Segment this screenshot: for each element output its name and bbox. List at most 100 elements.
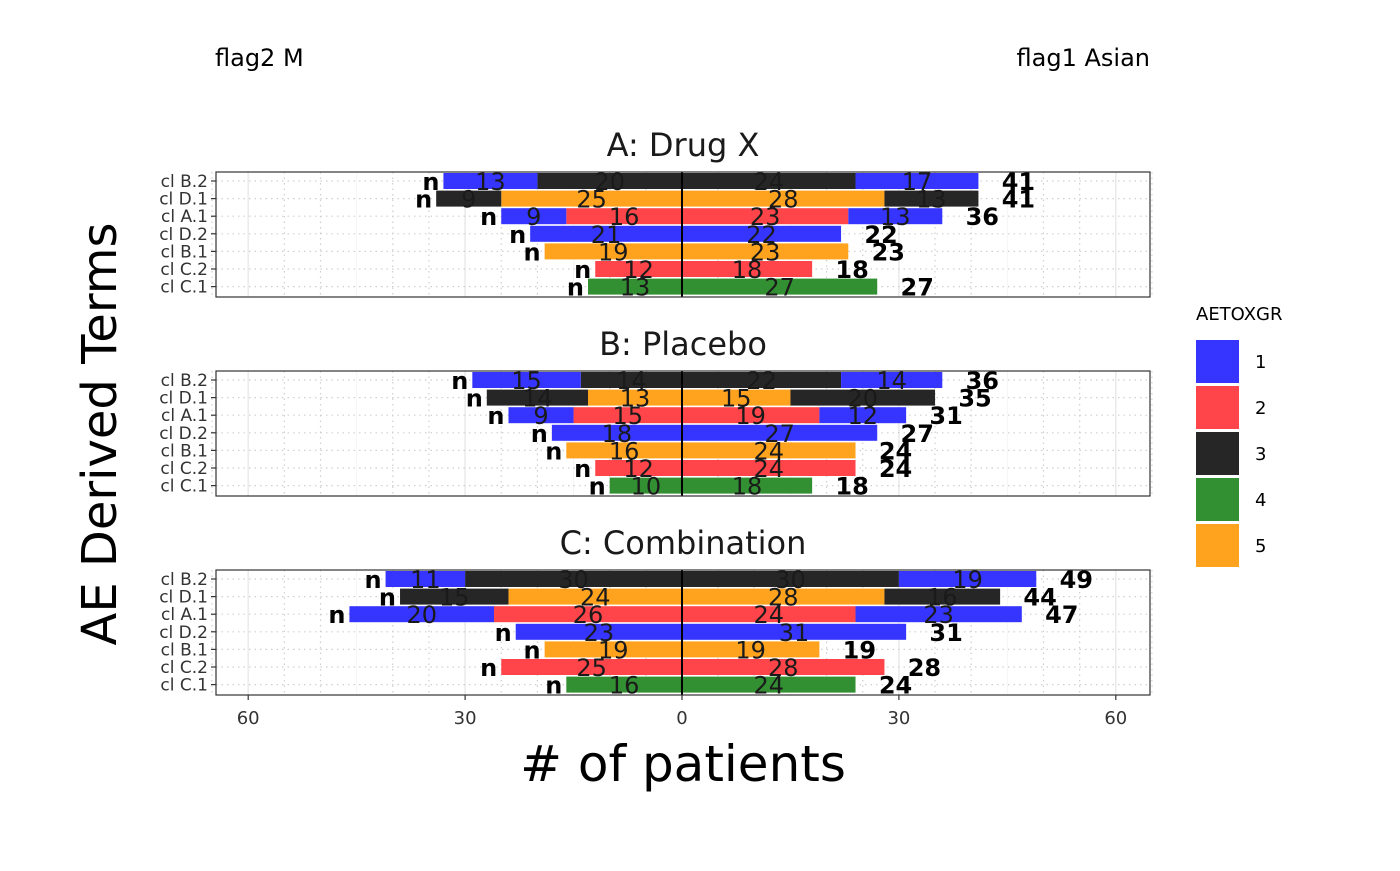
bar-segment-right	[682, 261, 813, 277]
left-n-label: n	[574, 455, 591, 483]
segment-value-label: 19	[735, 402, 766, 430]
x-tick-label: 30	[887, 708, 910, 729]
bar-segment-left	[486, 389, 589, 406]
left-n-label: n	[509, 221, 526, 249]
legend-label: 4	[1255, 490, 1266, 511]
right-total-label: 19	[843, 636, 876, 664]
bar-segment-right	[682, 173, 856, 189]
segment-value-label: 15	[721, 385, 752, 413]
segment-value-label: 16	[927, 584, 958, 612]
y-tick-label: cl C.2	[160, 658, 208, 678]
y-tick-label: cl B.1	[161, 242, 208, 262]
x-tick-label: 0	[676, 708, 687, 729]
segment-value-label: 9	[526, 203, 541, 231]
bar-segment-right	[682, 225, 842, 242]
bar-segment-left	[501, 190, 682, 207]
bar-segment-right	[682, 278, 878, 295]
bar-segment-right	[682, 606, 856, 623]
y-tick-label: cl D.1	[159, 588, 208, 608]
bar-segment-right	[682, 659, 885, 675]
panel-border	[215, 569, 1151, 696]
segment-value-label: 9	[533, 402, 548, 430]
segment-value-label: 12	[847, 402, 878, 430]
x-tick-label: 30	[454, 708, 477, 729]
segment-value-label: 23	[923, 601, 954, 629]
segment-value-label: 28	[768, 584, 799, 612]
bar-segment-left	[566, 442, 682, 459]
bar-segment-left	[436, 190, 502, 207]
segment-value-label: 11	[410, 566, 441, 594]
segment-value-label: 19	[952, 566, 983, 594]
segment-value-label: 23	[750, 238, 781, 266]
segment-value-label: 13	[916, 186, 947, 214]
bar-segment-right	[682, 389, 791, 406]
y-tick-label: cl B.2	[161, 371, 208, 391]
bar-segment-left	[443, 173, 538, 189]
y-tick-label: cl A.1	[161, 406, 208, 426]
segment-value-label: 16	[609, 203, 640, 231]
right-total-label: 27	[901, 420, 934, 448]
bar-segment-left	[349, 606, 495, 623]
segment-value-label: 26	[573, 601, 604, 629]
bar-segment-right	[884, 588, 1001, 605]
y-axis-ticks: cl B.2cl D.1cl A.1cl D.2cl B.1cl C.2cl C…	[159, 570, 216, 696]
left-n-label: n	[495, 619, 512, 647]
bar-segment-left	[551, 424, 682, 441]
left-n-label: n	[524, 238, 541, 266]
right-total-label: 18	[835, 256, 868, 284]
segment-value-label: 24	[753, 455, 784, 483]
bars	[349, 571, 1037, 693]
bar-segment-left	[501, 208, 567, 225]
segment-value-label: 18	[732, 256, 763, 284]
right-total-label: 36	[966, 367, 999, 395]
bar-segment-right	[855, 173, 979, 189]
bar-segment-left	[494, 606, 682, 623]
bar-segment-right	[682, 641, 820, 658]
segment-value-label: 31	[779, 619, 810, 647]
bar-segment-right	[841, 372, 943, 388]
segment-value-label: 15	[439, 584, 470, 612]
left-n-label: n	[545, 672, 562, 700]
y-tick-label: cl B.2	[161, 172, 208, 192]
left-n-label: n	[379, 584, 396, 612]
right-total-label: 31	[929, 619, 962, 647]
bar-segment-right	[682, 442, 856, 459]
segment-value-label: 25	[576, 186, 607, 214]
segment-value-label: 13	[620, 385, 651, 413]
right-total-label: 24	[879, 437, 912, 465]
panel-title: B: Placebo	[599, 325, 767, 363]
bar-segment-left	[465, 571, 682, 587]
right-total-label: 35	[958, 385, 991, 413]
y-tick-label: cl B.1	[161, 640, 208, 660]
legend-label: 3	[1255, 444, 1266, 465]
bar-segment-right	[682, 424, 878, 441]
segment-value-label: 13	[475, 168, 506, 196]
left-n-label: n	[524, 636, 541, 664]
segment-value-label: 16	[609, 437, 640, 465]
segment-value-label: 15	[613, 402, 644, 430]
right-total-label: 36	[966, 203, 999, 231]
y-tick-label: cl C.1	[160, 278, 208, 298]
bar-segment-left	[595, 460, 682, 476]
left-n-label: n	[415, 186, 432, 214]
legend-swatch	[1196, 524, 1239, 567]
bar-segment-right	[855, 606, 1022, 623]
legend-label: 5	[1255, 536, 1266, 557]
segment-value-label: 12	[623, 256, 654, 284]
segment-value-label: 22	[746, 221, 777, 249]
left-n-label: n	[531, 420, 548, 448]
right-total-label: 47	[1045, 601, 1078, 629]
right-total-label: 49	[1060, 566, 1093, 594]
bar-segment-right	[682, 190, 885, 207]
left-n-label: n	[364, 566, 381, 594]
legend-swatch	[1196, 478, 1239, 521]
x-axis-title: # of patients	[520, 735, 846, 793]
bar-segment-left	[544, 243, 682, 260]
bar-segment-left	[588, 389, 682, 406]
legend-swatch	[1196, 432, 1239, 475]
segment-value-label: 17	[902, 168, 933, 196]
segment-value-label: 24	[753, 437, 784, 465]
bar-segment-right	[848, 208, 943, 225]
